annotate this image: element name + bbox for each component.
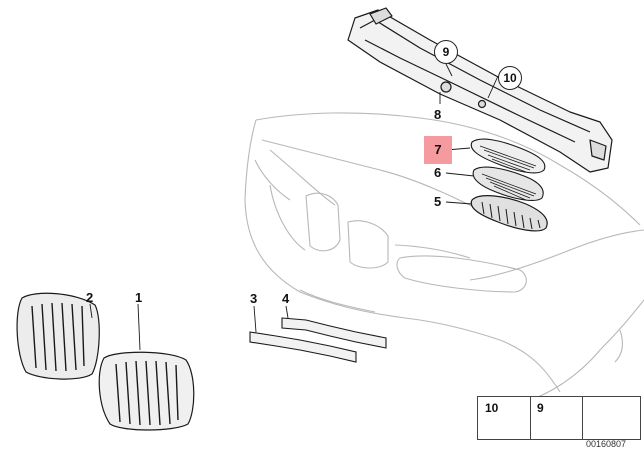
seal-strips xyxy=(249,317,387,363)
vent-grille-7 xyxy=(470,138,546,174)
vent-grille-5 xyxy=(470,195,548,232)
diagram-id-label: 00160807 xyxy=(586,439,627,449)
legend-label-9: 9 xyxy=(537,401,544,415)
vent-grille-6 xyxy=(472,166,544,201)
callout-1[interactable]: 1 xyxy=(135,290,143,305)
legend-label-10: 10 xyxy=(485,401,499,415)
kidney-grille-2 xyxy=(16,292,100,380)
legend-cell-9[interactable]: 9 xyxy=(530,397,583,439)
callout-10-circle[interactable]: 10 xyxy=(498,66,522,90)
callout-9-circle[interactable]: 9 xyxy=(434,40,458,64)
callout-8[interactable]: 8 xyxy=(434,107,442,122)
callout-5[interactable]: 5 xyxy=(434,194,442,209)
kidney-grille-1 xyxy=(98,351,195,431)
car-body-outline xyxy=(244,112,644,401)
legend-cell-10[interactable]: 10 xyxy=(478,397,531,439)
fastener-legend: 10 9 xyxy=(477,396,641,440)
callout-3[interactable]: 3 xyxy=(250,291,258,306)
callout-6[interactable]: 6 xyxy=(434,165,442,180)
cowl-panel xyxy=(347,7,613,173)
callout-4[interactable]: 4 xyxy=(282,291,290,306)
leader-lines xyxy=(89,63,499,351)
callout-7-highlighted[interactable]: 7 xyxy=(424,136,452,164)
callout-2[interactable]: 2 xyxy=(86,290,94,305)
